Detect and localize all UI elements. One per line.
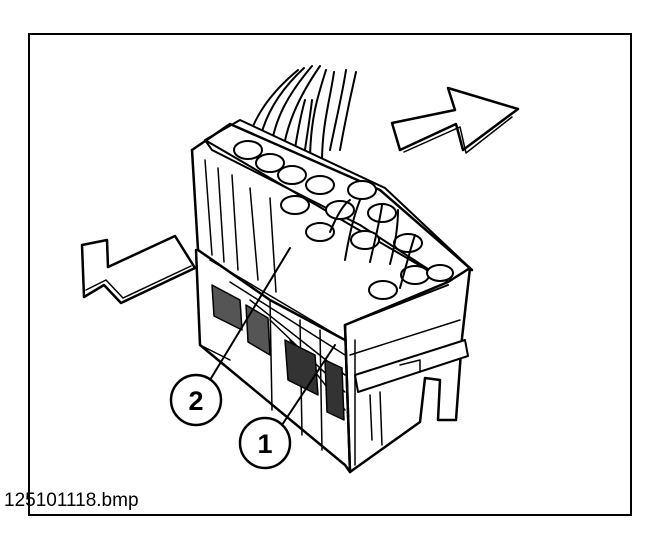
connector-housing (190, 119, 474, 474)
callout-1-circle (238, 416, 292, 470)
right-arrow-icon (390, 86, 520, 154)
callout-2-circle (169, 373, 223, 427)
callout-2-leader (209, 247, 291, 381)
callout-1-leader (281, 344, 336, 426)
left-arrow-icon (80, 234, 197, 305)
callout-1-label: 1 (257, 429, 272, 459)
callout-2-label: 2 (188, 386, 203, 416)
image-filename: 125101118.bmp (4, 490, 139, 511)
